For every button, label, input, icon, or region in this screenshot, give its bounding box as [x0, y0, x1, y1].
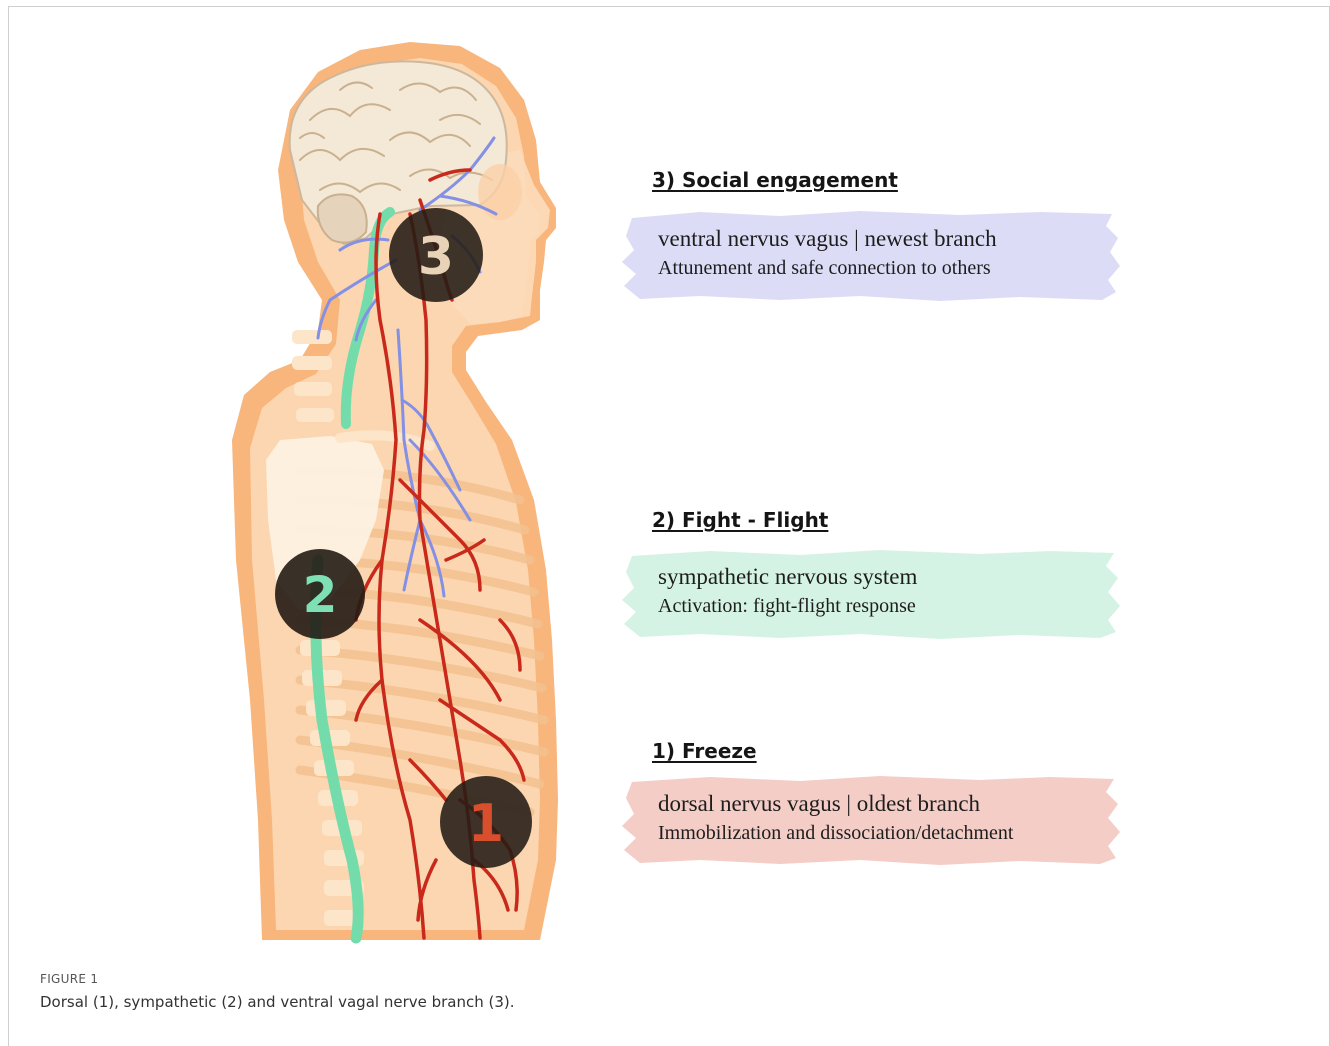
banner-subtitle-dorsal: Immobilization and dissociation/detachme…	[658, 822, 1013, 845]
marker-3-number: 3	[418, 227, 454, 287]
marker-3: 3	[389, 208, 483, 302]
banner-subtitle-sympathetic: Activation: fight-flight response	[658, 595, 916, 618]
banner-subtitle-ventral: Attunement and safe connection to others	[658, 257, 991, 280]
eye-area	[478, 164, 522, 220]
banner-title-dorsal: dorsal nervus vagus | oldest branch	[658, 791, 980, 817]
banner-brush-1	[622, 776, 1120, 865]
heading-social-engagement: 3) Social engagement	[652, 168, 898, 192]
figure-label: FIGURE 1	[40, 972, 98, 986]
banner-title-sympathetic: sympathetic nervous system	[658, 564, 917, 590]
banner-brush-3	[622, 211, 1120, 301]
marker-2: 2	[275, 549, 365, 639]
banner-social-engagement	[622, 211, 1120, 301]
marker-2-number: 2	[303, 566, 338, 624]
marker-1: 1	[440, 776, 532, 868]
heading-fight-flight: 2) Fight - Flight	[652, 508, 828, 532]
banner-freeze	[622, 776, 1120, 865]
heading-freeze: 1) Freeze	[652, 739, 757, 763]
banner-title-ventral: ventral nervus vagus | newest branch	[658, 226, 997, 252]
marker-1-number: 1	[468, 794, 504, 854]
figure-caption: Dorsal (1), sympathetic (2) and ventral …	[40, 993, 515, 1011]
